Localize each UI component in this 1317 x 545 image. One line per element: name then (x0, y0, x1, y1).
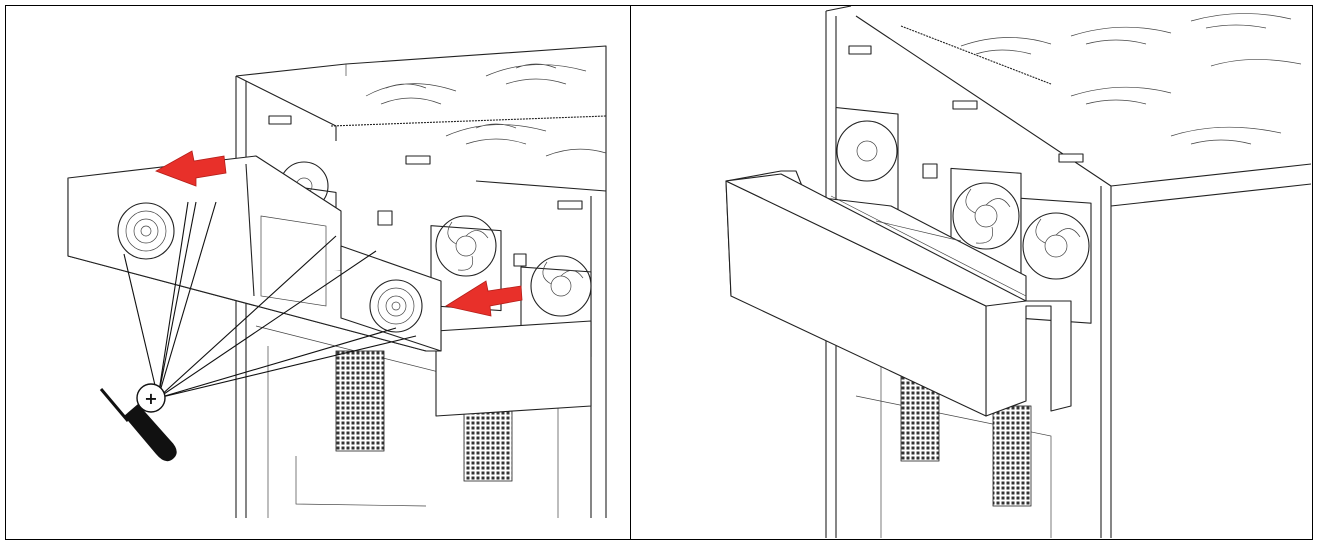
cover-panel-installed (725, 170, 1072, 417)
screw-callout-lines (123, 201, 417, 399)
panel-right (630, 5, 1313, 540)
connector-block (513, 253, 527, 267)
connector-block (922, 163, 938, 179)
cabinet-top (235, 45, 607, 192)
fan-icon (1020, 197, 1092, 324)
hinge-bracket (1058, 153, 1084, 163)
hinge-bracket (268, 115, 292, 125)
left-illustration: + (67, 45, 607, 518)
right-illustration (725, 6, 1311, 538)
fan-icon (835, 106, 899, 225)
panel-left: + (5, 5, 631, 540)
screw-symbol-circle (136, 383, 166, 413)
vent-grille (335, 350, 385, 452)
hinge-bracket (557, 200, 583, 210)
back-cover-fixed (435, 320, 592, 417)
connector-block (377, 210, 393, 226)
removable-cover-panel (67, 155, 442, 352)
screw-symbol: + (144, 389, 157, 408)
screwdriver-icon (99, 388, 177, 462)
hinge-bracket (405, 155, 431, 165)
hinge-bracket (848, 45, 872, 55)
cabinet-back-panel (825, 11, 1112, 538)
vent-grille (992, 405, 1032, 507)
cabinet-top (825, 6, 1311, 207)
arrow-icon (444, 280, 523, 317)
hinge-bracket (952, 100, 978, 110)
arrow-icon (155, 150, 227, 187)
